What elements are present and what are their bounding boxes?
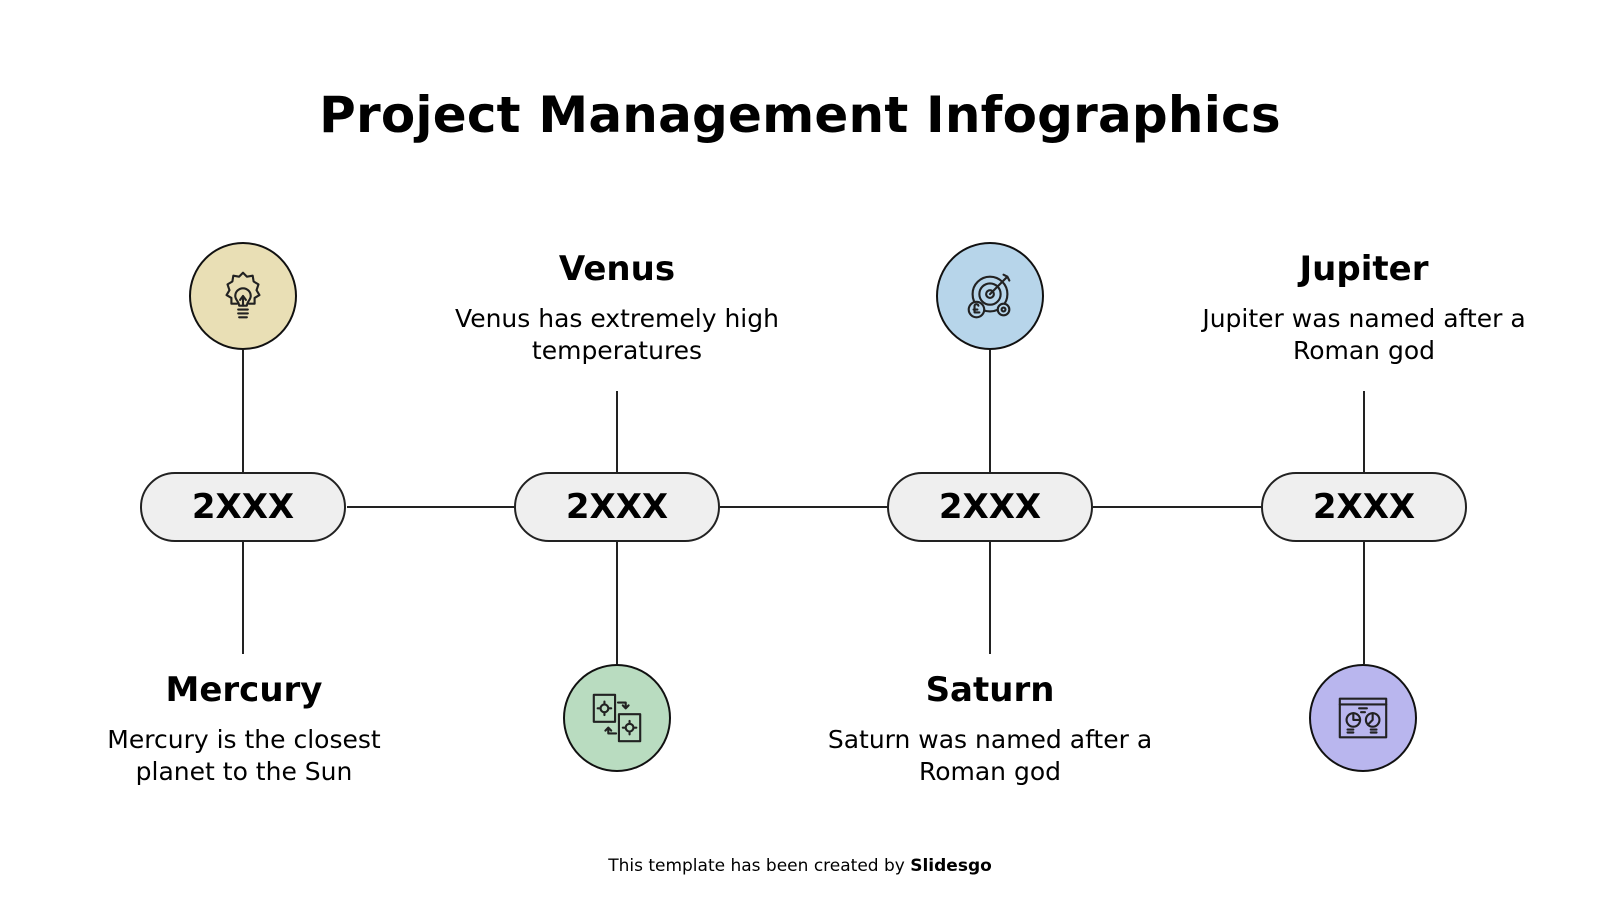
connector-mercury-up [242,350,244,472]
timeline-connector [347,506,515,508]
year-pill-saturn: 2XXX [887,472,1093,542]
label-title: Mercury [165,670,323,710]
label-mercury: Mercury Mercury is the closest planet to… [74,670,414,788]
timeline-connector [720,506,888,508]
label-title: Saturn [925,670,1055,710]
connector-saturn-up [989,350,991,472]
icon-circle-saturn [936,242,1044,350]
icon-circle-jupiter [1309,664,1417,772]
connector-venus-up [616,391,618,472]
year-pill-venus: 2XXX [514,472,720,542]
connector-jupiter-up [1363,391,1365,472]
connector-mercury-down [242,542,244,654]
label-description: Venus has extremely high temperatures [455,304,779,365]
footer-credit: This template has been created by Slides… [0,856,1600,876]
label-title: Venus [558,249,676,289]
connector-jupiter-down [1363,542,1365,664]
connector-saturn-down [989,542,991,654]
year-pill-jupiter: 2XXX [1261,472,1467,542]
label-venus: Venus Venus has extremely high temperatu… [447,249,787,367]
icon-circle-mercury [189,242,297,350]
label-title: Jupiter [1299,249,1429,289]
label-description: Mercury is the closest planet to the Sun [107,725,381,786]
target-pound-gear-icon [967,273,1011,319]
year-pill-mercury: 2XXX [140,472,346,542]
label-jupiter: Jupiter Jupiter was named after a Roman … [1194,249,1534,367]
gear-documents-exchange-icon [592,693,642,743]
connector-venus-down [616,542,618,664]
label-saturn: Saturn Saturn was named after a Roman go… [820,670,1160,788]
lightbulb-gear-icon [225,271,261,319]
label-description: Saturn was named after a Roman god [827,725,1153,786]
label-description: Jupiter was named after a Roman god [1202,304,1526,365]
footer-text: This template has been created by [608,856,911,876]
dashboard-pie-charts-icon [1338,697,1388,739]
page-title: Project Management Infographics [319,86,1281,144]
icon-circle-venus [563,664,671,772]
timeline-connector [1093,506,1261,508]
brand-link[interactable]: Slidesgo [910,856,992,876]
